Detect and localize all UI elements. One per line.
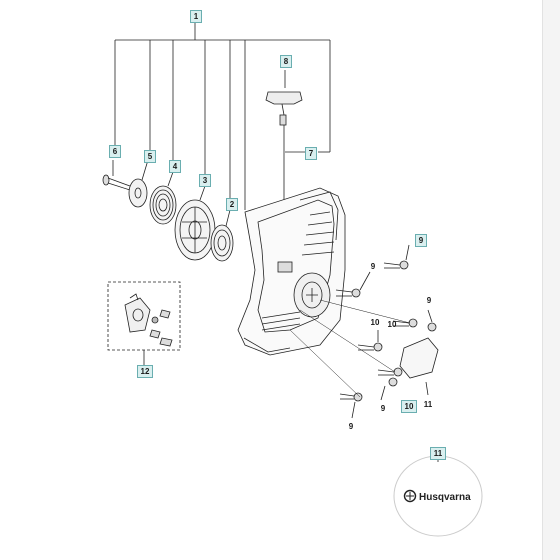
callout-8: 8 bbox=[280, 55, 292, 68]
recoil-spring bbox=[149, 171, 177, 225]
bolt-10-mid bbox=[357, 330, 383, 352]
bolt-10-right bbox=[392, 318, 418, 328]
bolt-9-lower bbox=[377, 367, 403, 377]
callout-1-leaders bbox=[114, 23, 331, 210]
pivot-screw bbox=[102, 160, 131, 191]
bolt-9-lower-2 bbox=[380, 377, 398, 401]
bolt-9-mid bbox=[335, 271, 371, 298]
callout-11-boxed: 11 bbox=[430, 447, 446, 460]
pawl-kit bbox=[107, 281, 181, 365]
callout-6: 6 bbox=[109, 145, 121, 158]
bolts bbox=[289, 244, 437, 419]
callout-10-b: 10 bbox=[387, 320, 397, 329]
callout-1: 1 bbox=[190, 10, 202, 23]
callout-10-boxed: 10 bbox=[401, 400, 417, 413]
callout-9-b: 9 bbox=[426, 296, 432, 305]
callout-3: 3 bbox=[199, 174, 211, 187]
callout-5: 5 bbox=[144, 150, 156, 163]
cover-plate bbox=[399, 337, 439, 396]
washer bbox=[128, 159, 149, 208]
callout-10-a: 10 bbox=[370, 318, 380, 327]
callout-4: 4 bbox=[169, 160, 181, 173]
rope-pulley bbox=[174, 185, 216, 261]
page-edge bbox=[542, 0, 560, 560]
svg-text:Husqvarna: Husqvarna bbox=[419, 492, 471, 503]
bolt-9-right bbox=[427, 309, 437, 332]
callout-12: 12 bbox=[137, 365, 153, 378]
spring-cassette bbox=[210, 209, 234, 262]
callout-9-c: 9 bbox=[380, 404, 386, 413]
callout-7: 7 bbox=[305, 147, 317, 160]
callout-2: 2 bbox=[226, 198, 238, 211]
bolt-9-top-right bbox=[383, 244, 410, 270]
callout-11: 11 bbox=[423, 400, 433, 409]
starter-housing bbox=[237, 187, 346, 356]
husqvarna-logo: Husqvarna bbox=[393, 455, 483, 537]
callout-9-boxed: 9 bbox=[415, 234, 427, 247]
callout-9-a: 9 bbox=[370, 262, 376, 271]
bolt-9-bottom bbox=[339, 392, 363, 419]
callout-9-d: 9 bbox=[348, 422, 354, 431]
